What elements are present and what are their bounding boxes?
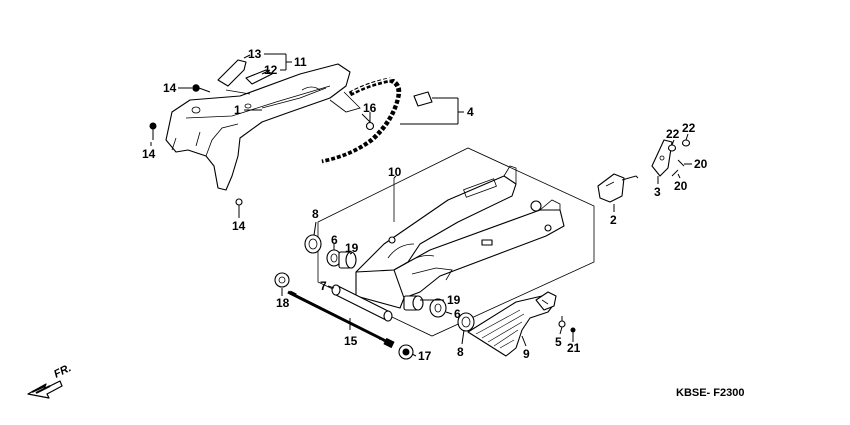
callout-3: 3 [654, 185, 661, 199]
pivot-bolt [287, 289, 395, 349]
callout-15: 15 [344, 334, 358, 348]
callout-11: 11 [294, 55, 307, 69]
swingarm [355, 165, 565, 309]
leader-lines [150, 53, 692, 357]
callout-9: 9 [523, 347, 530, 361]
bolt-14-lower [235, 198, 243, 214]
front-direction-indicator: FR. [27, 362, 73, 399]
callout-12: 12 [264, 63, 278, 77]
bushing-6-lower [429, 298, 447, 318]
bracket-12-13 [217, 59, 273, 95]
chain-slider [467, 291, 557, 357]
callout-8-upper: 8 [312, 207, 319, 221]
drive-chain [321, 77, 433, 165]
callout-19-lower: 19 [447, 293, 461, 307]
bolt-16 [361, 113, 375, 131]
callout-18: 18 [276, 296, 290, 310]
callout-19-upper: 19 [345, 241, 359, 255]
callout-6-upper: 6 [331, 233, 338, 247]
callout-17: 17 [418, 349, 432, 363]
diagram-code: KBSE- F2300 [676, 387, 744, 399]
callout-22-right: 22 [682, 121, 696, 135]
screw-21 [570, 327, 576, 338]
bushing-19-lower [403, 295, 424, 311]
callout-1: 1 [234, 103, 241, 117]
callout-6-lower: 6 [454, 307, 461, 321]
seal-8-upper [304, 234, 322, 254]
callout-7: 7 [320, 279, 327, 293]
callout-22-left: 22 [666, 127, 680, 141]
callout-14-upper: 14 [163, 81, 177, 95]
callout-21: 21 [567, 341, 581, 355]
callout-16: 16 [363, 101, 377, 115]
callout-20-right: 20 [694, 157, 708, 171]
seal-8-lower [457, 312, 475, 332]
callout-20-lower: 20 [674, 179, 688, 193]
nut-17 [398, 344, 414, 360]
assembly-box [317, 147, 595, 337]
callout-8-lower: 8 [457, 345, 464, 359]
callout-14-lower: 14 [232, 219, 246, 233]
bushing-19-upper [338, 251, 357, 269]
callout-14-left: 14 [142, 147, 156, 161]
callout-13: 13 [248, 47, 262, 61]
screw-5 [558, 316, 566, 328]
callout-2: 2 [610, 213, 617, 227]
front-arrow-icon [27, 380, 63, 399]
bolt-14-upper [192, 84, 211, 93]
callout-10: 10 [388, 165, 402, 179]
callout-4: 4 [467, 105, 474, 119]
callout-labels: 13 11 12 1 14 16 4 14 10 14 8 6 19 7 18 … [142, 47, 708, 363]
bolt-14-left [149, 122, 157, 140]
callout-5: 5 [555, 335, 562, 349]
swingarm-cover [165, 63, 361, 191]
pins-20 [671, 159, 685, 177]
front-label: FR. [52, 362, 73, 381]
washer-18 [274, 272, 290, 288]
bracket-2 [597, 173, 639, 203]
bracket-3 [651, 139, 673, 177]
